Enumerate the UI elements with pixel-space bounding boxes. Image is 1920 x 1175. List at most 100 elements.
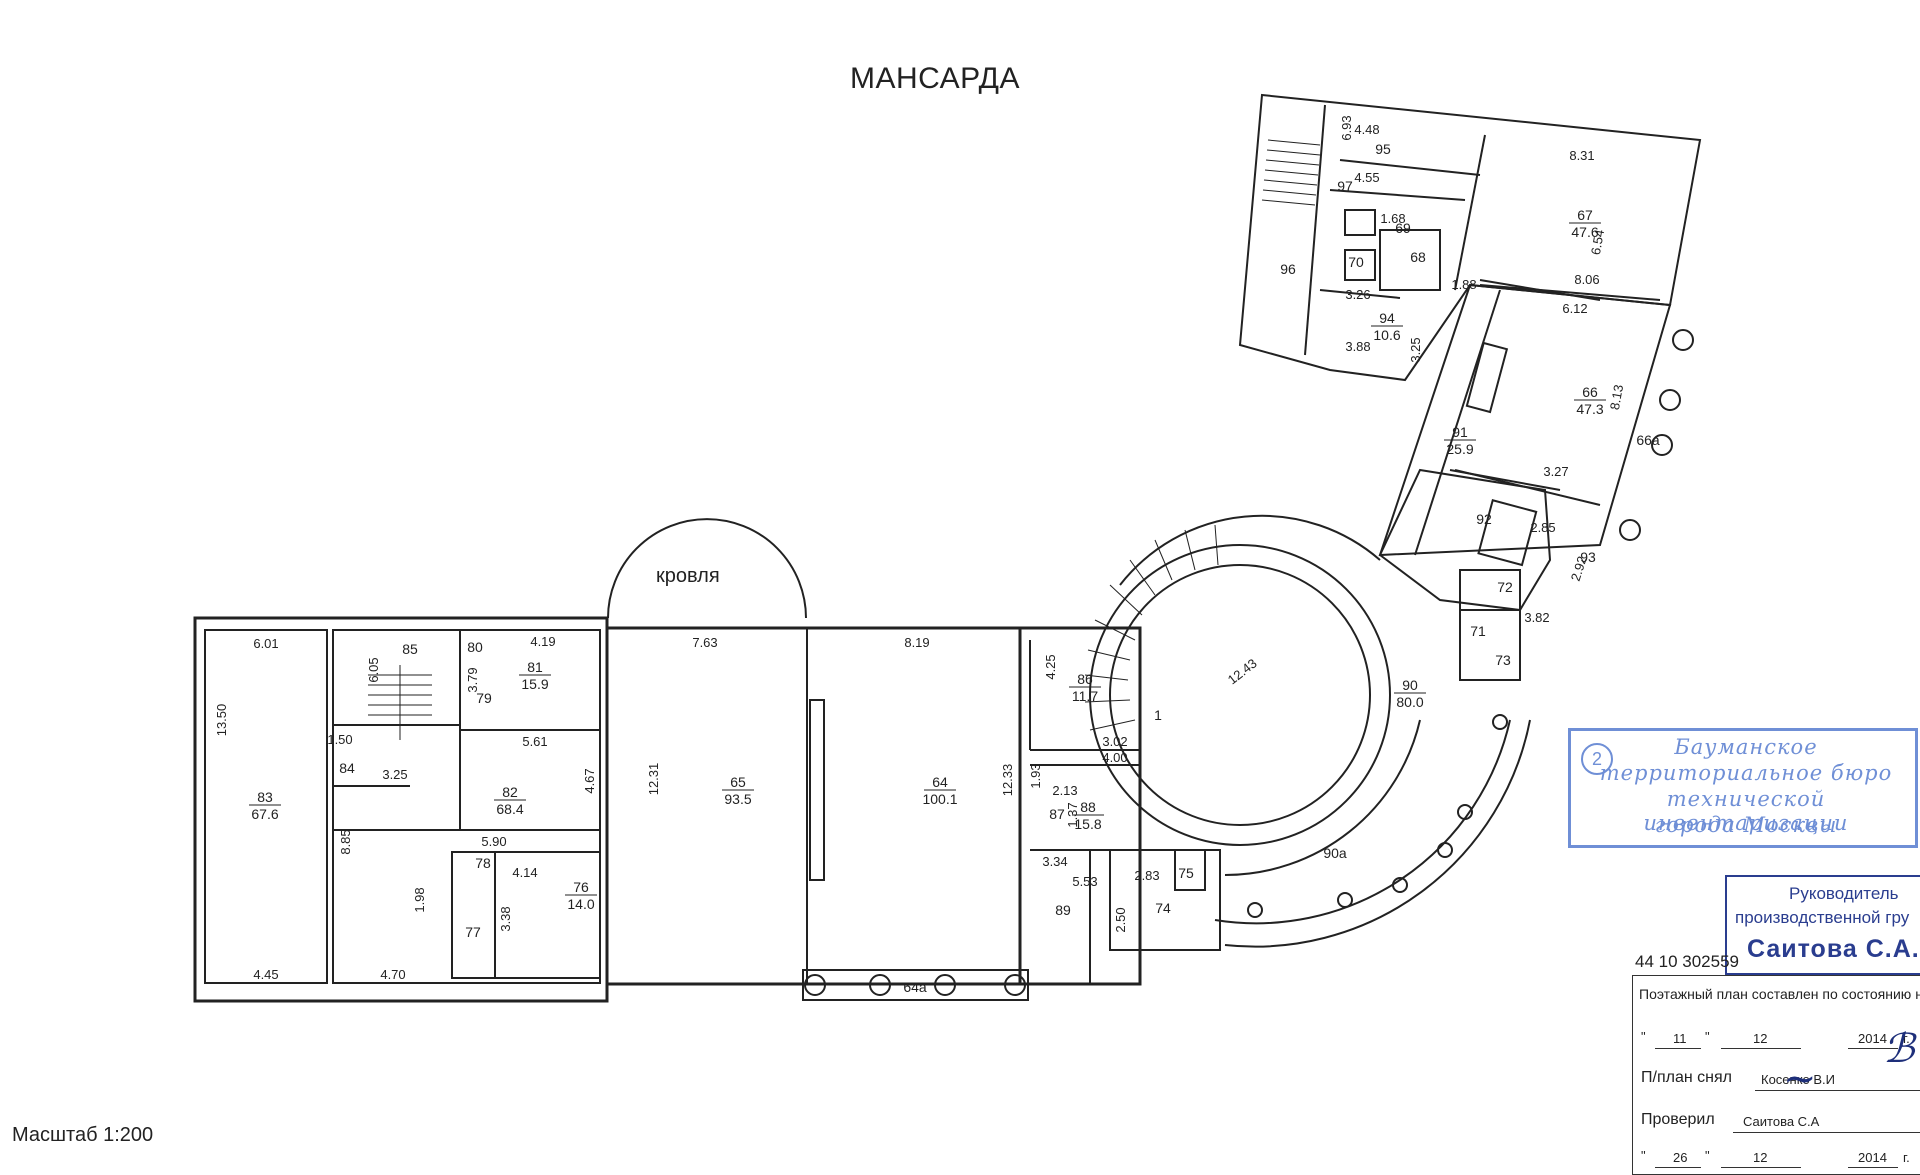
dimension-label: 4.48 xyxy=(1354,122,1379,137)
dimension-label: 3.34 xyxy=(1042,854,1067,869)
dimension-label: 12.33 xyxy=(1000,764,1015,797)
dimension-label: 8.06 xyxy=(1574,272,1599,287)
dimension-label: 8.85 xyxy=(338,829,353,854)
room-number-96: 96 xyxy=(1280,261,1296,277)
room-number-90a: 90a xyxy=(1323,845,1347,861)
date1-month: 12 xyxy=(1753,1031,1768,1046)
dimension-label: 1.98 xyxy=(412,887,427,912)
dimension-label: 12.31 xyxy=(646,763,661,796)
dimension-label: 1.68 xyxy=(1380,211,1405,226)
dimension-label: 3.88 xyxy=(1345,339,1370,354)
dimension-label: 6.54 xyxy=(1588,228,1607,256)
stamp-line-1: Бауманское xyxy=(1674,735,1818,759)
room-number-78: 78 xyxy=(475,855,491,871)
dimension-label: 4.55 xyxy=(1354,170,1379,185)
dimension-label: 13.50 xyxy=(214,704,229,737)
manager-stamp-line-2: производственной гру xyxy=(1735,908,1910,927)
manager-stamp: Руководитель производственной гру Саитов… xyxy=(1725,875,1920,975)
room-number-69: 69 xyxy=(1395,220,1411,236)
room-area-86: 11.7 xyxy=(1072,688,1098,704)
room-number-75: 75 xyxy=(1178,865,1194,881)
date1-suffix: г. xyxy=(1903,1031,1910,1046)
date2-day: 26 xyxy=(1673,1150,1688,1165)
room-number-1: 1 xyxy=(1154,707,1162,723)
info-header: Поэтажный план составлен по состоянию на xyxy=(1639,986,1920,1002)
plan-title: МАНСАРДА xyxy=(850,62,1021,95)
room-number-67: 67 xyxy=(1577,207,1593,223)
dimension-label: 8.19 xyxy=(904,635,929,650)
room-number-80: 80 xyxy=(467,639,483,655)
room-number-85: 85 xyxy=(402,641,418,657)
room-number-87: 87 xyxy=(1049,806,1065,822)
stamp-line-3: технической инвентаризации xyxy=(1643,787,1849,835)
room-number-76: 76 xyxy=(573,879,589,895)
dimension-label: 1.50 xyxy=(327,732,352,747)
dimension-label: 6.93 xyxy=(1339,115,1354,140)
signature-2: ℬ xyxy=(1883,1026,1915,1072)
dimension-label: 3.26 xyxy=(1345,287,1370,302)
dimension-label: 3.38 xyxy=(498,906,513,931)
dimension-label: 1.37 xyxy=(1065,802,1080,827)
room-area-82: 68.4 xyxy=(496,801,523,817)
manager-stamp-line-1: Руководитель xyxy=(1789,884,1899,903)
room-number-91: 91 xyxy=(1452,424,1468,440)
room-number-68: 68 xyxy=(1410,249,1426,265)
dimension-label: 3.82 xyxy=(1524,610,1549,625)
room-number-88: 88 xyxy=(1080,799,1096,815)
room-area-83: 67.6 xyxy=(251,806,278,822)
date2-suffix: г. xyxy=(1903,1150,1910,1165)
dimension-label: 3.27 xyxy=(1543,464,1568,479)
dimension-label: 4.70 xyxy=(380,967,405,982)
room-number-94: 94 xyxy=(1379,310,1395,326)
room-area-81: 15.9 xyxy=(521,676,548,692)
dimension-label: 2.85 xyxy=(1530,520,1555,535)
room-number-64a: 64a xyxy=(903,979,927,995)
bti-stamp: 2 Бауманское территориальное бюро технич… xyxy=(1568,728,1918,848)
dimension-label: 2.83 xyxy=(1134,868,1159,883)
room-number-71: 71 xyxy=(1470,623,1486,639)
dimension-label: 6.12 xyxy=(1562,301,1587,316)
dimension-label: 4.67 xyxy=(582,768,597,793)
room-number-90: 90 xyxy=(1402,677,1418,693)
room-number-70: 70 xyxy=(1348,254,1364,270)
dimension-label: 2.92 xyxy=(1568,554,1590,583)
date1-year: 2014 xyxy=(1858,1031,1887,1046)
dimension-label: 3.79 xyxy=(465,667,480,692)
checked-label: Проверил xyxy=(1641,1111,1715,1128)
signature-1: ~ xyxy=(1783,1056,1817,1102)
room-number-72: 72 xyxy=(1497,579,1513,595)
drafted-label: П/план снял xyxy=(1641,1069,1732,1086)
dimension-label: 2.13 xyxy=(1052,783,1077,798)
room-number-73: 73 xyxy=(1495,652,1511,668)
dimension-label: 4.25 xyxy=(1043,654,1058,679)
room-area-76: 14.0 xyxy=(567,896,594,912)
dimension-label: 2.50 xyxy=(1113,907,1128,932)
room-number-86: 86 xyxy=(1077,671,1093,687)
dimension-label: 1.93 xyxy=(1028,763,1043,788)
room-number-82: 82 xyxy=(502,784,518,800)
dimension-label: 5.53 xyxy=(1072,874,1097,889)
date2-month: 12 xyxy=(1753,1150,1768,1165)
dimension-label: 4.45 xyxy=(253,967,278,982)
dimension-label: 5.61 xyxy=(522,734,547,749)
dimension-label: 7.63 xyxy=(692,635,717,650)
date2-year: 2014 xyxy=(1858,1150,1887,1165)
room-number-93: 93 xyxy=(1580,549,1596,565)
room-number-97: 97 xyxy=(1337,178,1353,194)
document-number: 44 10 302559 xyxy=(1635,952,1739,971)
checked-name: Саитова С.А xyxy=(1743,1114,1820,1129)
date1-day: 11 xyxy=(1673,1031,1687,1046)
room-number-95: 95 xyxy=(1375,141,1391,157)
room-number-89: 89 xyxy=(1055,902,1071,918)
room-number-79: 79 xyxy=(476,690,492,706)
dimension-label: 6.01 xyxy=(253,636,278,651)
dimension-label: 8.13 xyxy=(1607,383,1626,411)
dimension-label: 3.25 xyxy=(382,767,407,782)
room-area-65: 93.5 xyxy=(724,791,751,807)
room-number-81: 81 xyxy=(527,659,543,675)
room-number-84: 84 xyxy=(339,760,355,776)
manager-stamp-name: Саитова С.А. xyxy=(1747,935,1920,963)
dimension-label: 8.31 xyxy=(1569,148,1594,163)
room-number-66: 66 xyxy=(1582,384,1598,400)
